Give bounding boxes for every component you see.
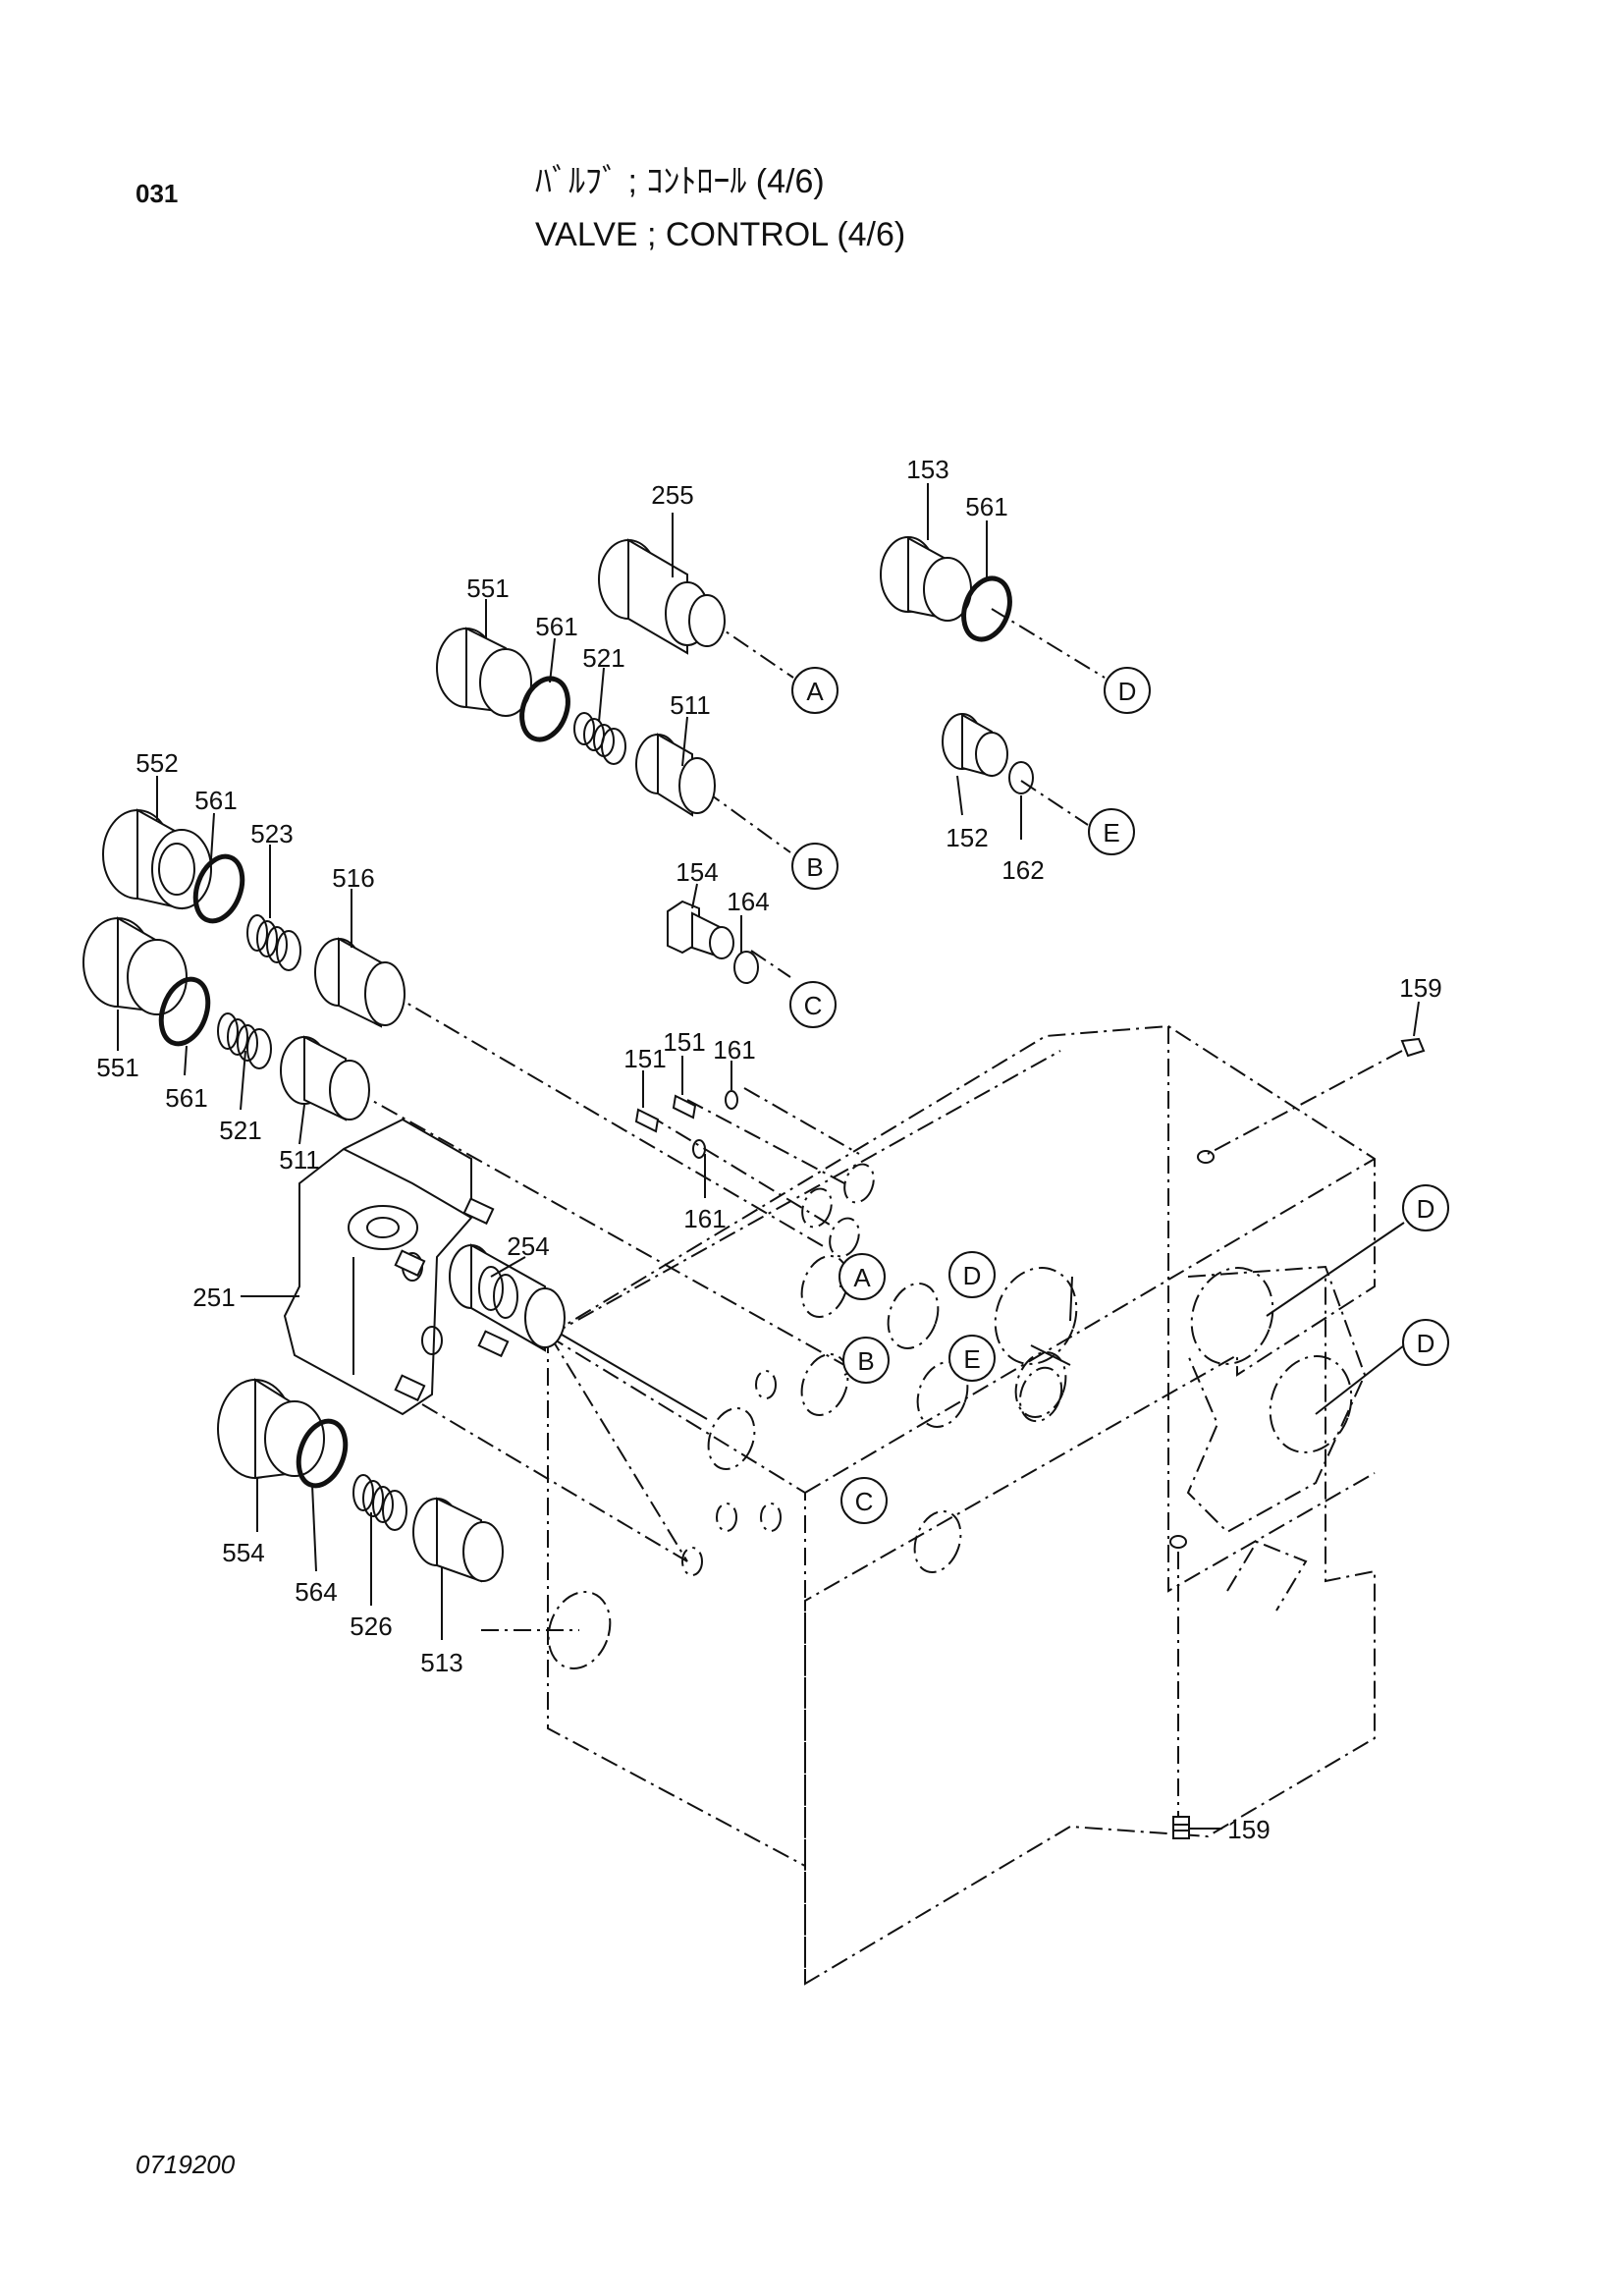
svg-text:E: E xyxy=(963,1344,980,1374)
marker-d-body: D xyxy=(948,1251,996,1298)
marker-d-top: D xyxy=(1104,667,1151,714)
part-552 xyxy=(102,808,212,910)
marker-c-body: C xyxy=(840,1477,888,1524)
callout-511: 511 xyxy=(279,1145,319,1175)
callout-159: 159 xyxy=(1227,1815,1270,1844)
marker-e-body: E xyxy=(948,1335,996,1382)
callout-523: 523 xyxy=(250,819,293,848)
callout-labels: 255 153 561 551 561 521 511 552 561 523 … xyxy=(96,455,1441,1844)
svg-text:B: B xyxy=(806,852,823,882)
spool-254 xyxy=(449,1243,566,1352)
marker-a-top: A xyxy=(791,667,839,714)
o-ring-162 xyxy=(1008,761,1034,794)
valve-body xyxy=(547,1024,1376,1986)
svg-text:E: E xyxy=(1103,818,1119,847)
callout-526: 526 xyxy=(350,1612,392,1641)
marker-b-top: B xyxy=(791,843,839,890)
o-ring-561-left xyxy=(192,853,245,924)
callout-564: 564 xyxy=(295,1577,337,1607)
spring-521-lower xyxy=(217,1012,272,1069)
marker-d-right-upper: D xyxy=(1402,1184,1449,1231)
callout-152: 152 xyxy=(946,823,988,852)
o-ring-164 xyxy=(733,951,759,984)
part-153 xyxy=(880,536,972,622)
page-number: 031 xyxy=(135,179,178,208)
part-513 xyxy=(412,1497,504,1583)
callout-154: 154 xyxy=(676,857,718,887)
part-152 xyxy=(942,713,1008,778)
callout-561: 561 xyxy=(535,612,577,641)
part-511-lower xyxy=(280,1035,370,1121)
small-parts-151-161 xyxy=(634,1090,738,1159)
part-255 xyxy=(598,538,726,655)
leader-lines xyxy=(352,608,1405,1817)
callout-521: 521 xyxy=(219,1116,261,1145)
svg-text:A: A xyxy=(853,1263,871,1292)
part-516 xyxy=(314,937,406,1028)
title-english: VALVE ; CONTROL (4/6) xyxy=(535,216,905,253)
callout-561: 561 xyxy=(165,1083,207,1113)
marker-d-right-lower: D xyxy=(1402,1319,1449,1366)
callout-254: 254 xyxy=(507,1231,549,1261)
svg-text:D: D xyxy=(1417,1194,1435,1224)
callout-153: 153 xyxy=(906,455,948,484)
callout-513: 513 xyxy=(420,1648,462,1677)
o-ring-561-lower xyxy=(158,976,211,1047)
callout-164: 164 xyxy=(727,887,769,916)
callout-521: 521 xyxy=(582,643,624,673)
svg-text:A: A xyxy=(806,677,824,706)
marker-b-body: B xyxy=(842,1337,890,1384)
callout-161: 161 xyxy=(713,1035,755,1065)
callout-161: 161 xyxy=(683,1204,726,1233)
callout-511: 511 xyxy=(670,690,710,720)
spring-521-upper xyxy=(573,712,626,765)
callout-151: 151 xyxy=(663,1027,705,1057)
part-511-upper xyxy=(635,733,716,817)
callout-551: 551 xyxy=(466,574,509,603)
spring-526 xyxy=(352,1474,407,1531)
part-154 xyxy=(667,900,734,959)
part-554 xyxy=(217,1378,325,1480)
callout-162: 162 xyxy=(1001,855,1044,885)
marker-a-body: A xyxy=(839,1253,886,1300)
callout-251: 251 xyxy=(192,1283,235,1312)
part-551-lower xyxy=(82,916,188,1015)
drawing-code: 0719200 xyxy=(135,2150,236,2179)
callout-159: 159 xyxy=(1399,973,1441,1003)
svg-text:D: D xyxy=(963,1261,982,1290)
o-ring-561-top xyxy=(961,575,1012,642)
spring-523 xyxy=(246,914,301,971)
callout-516: 516 xyxy=(332,863,374,893)
title-japanese: ﾊﾞﾙﾌﾞ ; ｺﾝﾄﾛｰﾙ (4/6) xyxy=(535,163,825,200)
svg-text:C: C xyxy=(804,991,823,1020)
part-159-top xyxy=(1400,1037,1426,1058)
callout-551: 551 xyxy=(96,1053,138,1082)
callout-561: 561 xyxy=(194,786,237,815)
callout-561: 561 xyxy=(965,492,1007,521)
letter-markers: A D B E C A D B xyxy=(789,667,1449,1524)
marker-c-top: C xyxy=(789,981,837,1028)
marker-e-top: E xyxy=(1088,808,1135,855)
callout-151: 151 xyxy=(623,1044,666,1073)
o-ring-564 xyxy=(296,1418,349,1489)
svg-text:D: D xyxy=(1417,1329,1435,1358)
svg-text:D: D xyxy=(1118,677,1137,706)
callout-ticks xyxy=(117,483,1420,1830)
callout-255: 255 xyxy=(651,480,693,510)
callout-552: 552 xyxy=(135,748,178,778)
part-551-upper xyxy=(436,627,532,717)
callout-554: 554 xyxy=(222,1538,264,1567)
studs xyxy=(394,1197,510,1402)
o-ring-561-upper xyxy=(519,676,570,742)
part-159-bottom xyxy=(1172,1816,1190,1839)
svg-text:B: B xyxy=(857,1346,874,1376)
svg-text:C: C xyxy=(855,1487,874,1516)
